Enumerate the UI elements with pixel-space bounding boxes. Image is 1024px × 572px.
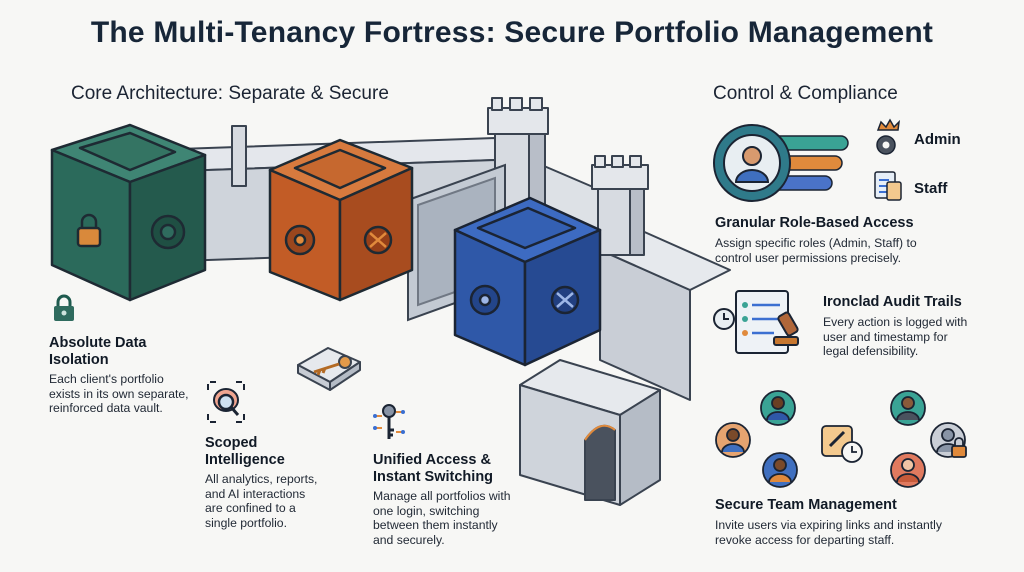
isolation-line: Each client's portfolio: [49, 372, 164, 386]
unified-line: between them instantly: [373, 518, 498, 532]
rbac-line: Assign specific roles (Admin, Staff) to: [715, 236, 917, 250]
audit-line: user and timestamp for: [823, 329, 948, 344]
scoped-title-line: Intelligence: [205, 452, 285, 468]
unified-line: Manage all portfolios with: [373, 489, 511, 503]
avatar: [760, 390, 796, 426]
control-compliance-heading: Control & Compliance: [713, 83, 898, 104]
scoped-line: are confined to a: [205, 501, 296, 515]
avatar: [890, 390, 926, 426]
staff-clipboard-icon: [874, 171, 902, 201]
team-description: Invite users via expiring links and inst…: [715, 518, 942, 547]
avatar: [762, 452, 798, 488]
scoped-line: and AI interactions: [205, 486, 306, 501]
admin-label: Admin: [914, 131, 961, 148]
avatar: [890, 452, 926, 488]
rbac-line: control user permissions precisely.: [715, 250, 902, 265]
key-network-icon: [373, 404, 405, 439]
scoped-title-line: Scoped: [205, 435, 258, 451]
isolation-line: reinforced data vault.: [49, 401, 163, 415]
vault-orange: [268, 138, 414, 302]
vault-green: [50, 123, 207, 302]
tower-right: [591, 155, 649, 256]
lock-icon: [54, 294, 74, 321]
admin-crown-gear-icon: [876, 118, 901, 155]
gateway-arch: [519, 359, 661, 506]
staff-label: Staff: [914, 180, 948, 197]
unified-title-line: Instant Switching: [373, 469, 494, 485]
isolation-title-line: Absolute Data: [49, 335, 147, 351]
audit-line: Every action is logged with: [823, 315, 968, 329]
unified-title-line: Unified Access &: [373, 452, 491, 468]
audit-description: Every action is logged with user and tim…: [823, 315, 967, 359]
isolation-line: exists in its own separate,: [49, 386, 189, 401]
unified-line: one login, switching: [373, 503, 480, 518]
role-access-icon: [713, 124, 849, 202]
isolation-title-line: Isolation: [49, 352, 109, 368]
unified-description: Manage all portfolios with one login, sw…: [373, 489, 511, 547]
team-line: revoke access for departing staff.: [715, 532, 895, 547]
scoped-line: All analytics, reports,: [205, 472, 318, 486]
team-avatars-illustration: [715, 390, 967, 488]
team-line: Invite users via expiring links and inst…: [715, 518, 942, 532]
isolation-title: Absolute Data Isolation: [49, 335, 147, 369]
brain-magnifier-icon: [207, 381, 245, 423]
core-architecture-heading: Core Architecture: Separate & Secure: [71, 83, 389, 104]
audit-line: legal defensibility.: [823, 344, 919, 358]
vault-blue: [453, 196, 602, 367]
rbac-title: Granular Role-Based Access: [715, 215, 914, 231]
key-tile: [297, 347, 361, 391]
expiring-link-icon: [821, 425, 863, 463]
page-title: The Multi-Tenancy Fortress: Secure Portf…: [90, 16, 934, 49]
isolation-description: Each client's portfolio exists in its ow…: [49, 372, 189, 416]
scoped-line: single portfolio.: [205, 515, 287, 530]
team-title: Secure Team Management: [715, 497, 897, 513]
scoped-title: Scoped Intelligence: [205, 435, 285, 469]
avatar: [715, 422, 751, 458]
audit-title: Ironclad Audit Trails: [823, 294, 962, 310]
unified-line: and securely.: [373, 532, 445, 547]
rbac-description: Assign specific roles (Admin, Staff) to …: [715, 236, 917, 265]
unified-title: Unified Access & Instant Switching: [373, 452, 493, 486]
audit-log-icon: [713, 290, 799, 354]
scoped-description: All analytics, reports, and AI interacti…: [205, 472, 317, 530]
